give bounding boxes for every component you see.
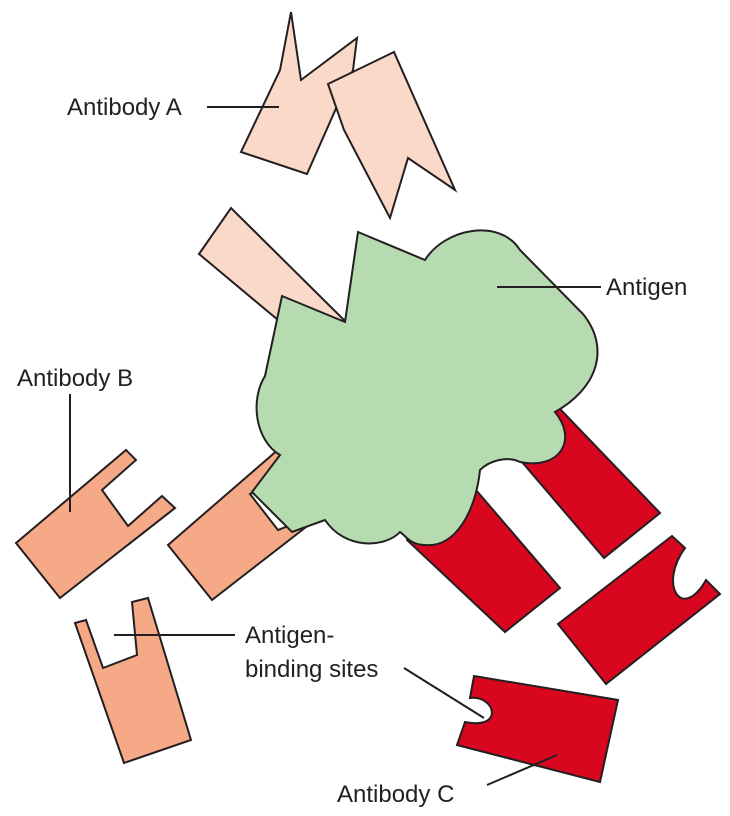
labels: Antibody A Antigen Antibody B Antigen- b…	[17, 94, 687, 808]
antibody-b-fragment-1	[14, 448, 177, 600]
antibody-a-fragment-1	[239, 11, 359, 176]
antibody-c-label: Antibody C	[337, 781, 454, 808]
antigen-body	[250, 229, 599, 547]
antibody-a-label: Antibody A	[67, 94, 182, 121]
leader-lines	[69, 106, 601, 786]
binding-sites-label-line1: Antigen-	[245, 622, 334, 649]
antibody-b-fragment-3	[73, 596, 193, 765]
binding-sites-leader-2	[403, 667, 485, 719]
antibody-c-leader	[486, 754, 558, 786]
antibody-b-label: Antibody B	[17, 365, 133, 392]
antibody-c-labeled-fragment	[455, 674, 620, 784]
antibody-a-fragment-2	[326, 50, 458, 221]
binding-sites-label-line2: binding sites	[245, 656, 378, 683]
antigen-label: Antigen	[606, 274, 687, 301]
antibody-c-free-fragment	[556, 534, 722, 686]
antibody-b-group	[14, 446, 329, 765]
